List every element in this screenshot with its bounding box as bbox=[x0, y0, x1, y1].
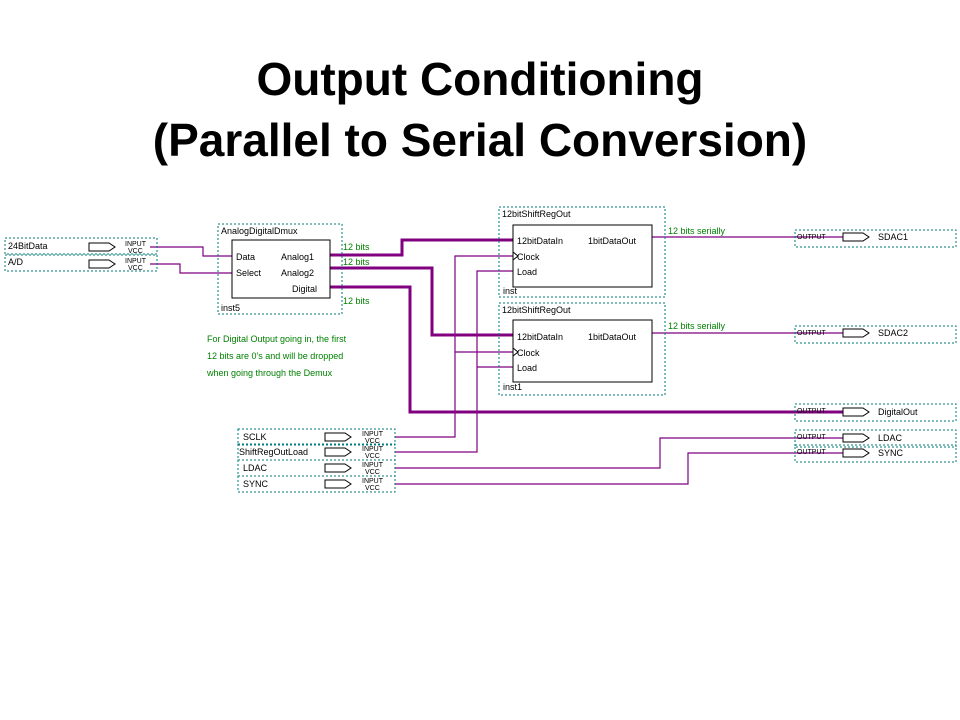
svg-text:VCC: VCC bbox=[128, 265, 143, 272]
svg-text:12 bits are 0's and will be dr: 12 bits are 0's and will be dropped bbox=[207, 351, 343, 361]
bus-analog1 bbox=[330, 238, 513, 257]
svg-text:INPUT: INPUT bbox=[362, 478, 384, 485]
svg-text:VCC: VCC bbox=[365, 469, 380, 476]
clock-symbol-icon bbox=[512, 347, 519, 357]
svg-text:12bitDataIn: 12bitDataIn bbox=[517, 332, 563, 342]
svg-text:INPUT: INPUT bbox=[362, 431, 384, 438]
svg-text:Analog1: Analog1 bbox=[281, 252, 314, 262]
input-pin-sclk: SCLK INPUT VCC bbox=[237, 428, 396, 446]
wire-ad bbox=[150, 263, 232, 274]
bus-label: 12 bits bbox=[343, 296, 370, 306]
input-pin-ldac: LDAC INPUT VCC bbox=[237, 459, 396, 477]
wire-load bbox=[395, 270, 513, 453]
svg-text:INPUT: INPUT bbox=[125, 258, 147, 265]
bus-digital bbox=[330, 285, 843, 414]
svg-text:1bitDataOut: 1bitDataOut bbox=[588, 332, 637, 342]
pin-label: 24BitData bbox=[8, 241, 48, 251]
block-name: 12bitShiftRegOut bbox=[502, 209, 571, 219]
output-arrow-icon bbox=[842, 448, 870, 458]
svg-text:Load: Load bbox=[517, 267, 537, 277]
svg-text:OUTPUT: OUTPUT bbox=[797, 330, 827, 337]
svg-text:Load: Load bbox=[517, 363, 537, 373]
bus-analog2 bbox=[330, 266, 513, 337]
svg-text:VCC: VCC bbox=[365, 485, 380, 492]
input-arrow-icon bbox=[324, 432, 352, 442]
output-arrow-icon bbox=[842, 433, 870, 443]
pin-label: SDAC2 bbox=[878, 328, 908, 338]
pin-label: ShiftRegOutLoad bbox=[239, 447, 308, 457]
svg-text:For Digital Output going in, t: For Digital Output going in, the first bbox=[207, 334, 347, 344]
svg-text:OUTPUT: OUTPUT bbox=[797, 408, 827, 415]
demux-block: AnalogDigitalDmux Data Select Analog1 An… bbox=[217, 223, 343, 315]
wire-sync bbox=[395, 452, 843, 485]
instance-label: inst1 bbox=[503, 382, 522, 392]
svg-text:1bitDataOut: 1bitDataOut bbox=[588, 236, 637, 246]
pin-label: LDAC bbox=[878, 433, 903, 443]
pin-label: SDAC1 bbox=[878, 232, 908, 242]
svg-text:VCC: VCC bbox=[365, 438, 380, 445]
svg-text:12bitDataIn: 12bitDataIn bbox=[517, 236, 563, 246]
pin-label: SCLK bbox=[243, 432, 267, 442]
bus-label: 12 bits bbox=[343, 242, 370, 252]
svg-text:Clock: Clock bbox=[517, 348, 540, 358]
input-arrow-icon bbox=[88, 259, 116, 269]
input-pin-24bitdata: 24BitData INPUT VCC bbox=[4, 237, 158, 255]
serial-label: 12 bits serially bbox=[668, 321, 726, 331]
svg-text:INPUT: INPUT bbox=[125, 241, 147, 248]
svg-text:VCC: VCC bbox=[365, 453, 380, 460]
page-title-line2: (Parallel to Serial Conversion) bbox=[152, 114, 808, 166]
output-arrow-icon bbox=[842, 407, 870, 417]
output-arrow-icon bbox=[842, 232, 870, 242]
input-pin-sync: SYNC INPUT VCC bbox=[237, 475, 396, 493]
wire-24bitdata bbox=[150, 246, 232, 257]
pin-label: DigitalOut bbox=[878, 407, 918, 417]
output-pin-digitalout: OUTPUT DigitalOut bbox=[794, 403, 957, 422]
pin-label: LDAC bbox=[243, 463, 268, 473]
input-pin-ad: A/D INPUT VCC bbox=[4, 254, 158, 272]
svg-text:Digital: Digital bbox=[292, 284, 317, 294]
svg-text:INPUT: INPUT bbox=[362, 462, 384, 469]
clock-symbol-icon bbox=[512, 251, 519, 261]
svg-text:Data: Data bbox=[236, 252, 255, 262]
serial-label: 12 bits serially bbox=[668, 226, 726, 236]
wire-sclk bbox=[395, 255, 513, 438]
svg-text:OUTPUT: OUTPUT bbox=[797, 449, 827, 456]
svg-text:OUTPUT: OUTPUT bbox=[797, 234, 827, 241]
block-name: AnalogDigitalDmux bbox=[221, 226, 298, 236]
input-pin-shiftregoutload: ShiftRegOutLoad INPUT VCC bbox=[237, 443, 396, 461]
pin-label: A/D bbox=[8, 257, 24, 267]
output-pin-sync: OUTPUT SYNC bbox=[794, 444, 957, 463]
svg-text:Select: Select bbox=[236, 268, 262, 278]
input-arrow-icon bbox=[324, 463, 352, 473]
page-title-line1: Output Conditioning bbox=[256, 53, 704, 105]
output-pin-sdac1: OUTPUT SDAC1 bbox=[794, 229, 957, 248]
block-name: 12bitShiftRegOut bbox=[502, 305, 571, 315]
shift-register-2: 12bitShiftRegOut 12bitDataIn Clock Load … bbox=[498, 302, 666, 396]
demux-note: For Digital Output going in, the first 1… bbox=[206, 334, 347, 378]
bus-label: 12 bits bbox=[343, 257, 370, 267]
output-pin-ldac: OUTPUT LDAC bbox=[794, 429, 957, 448]
svg-text:OUTPUT: OUTPUT bbox=[797, 434, 827, 441]
input-arrow-icon bbox=[324, 479, 352, 489]
wire-ldac bbox=[395, 437, 843, 469]
pin-label: SYNC bbox=[243, 479, 269, 489]
wires bbox=[150, 236, 843, 485]
instance-label: inst bbox=[503, 286, 518, 296]
svg-text:VCC: VCC bbox=[128, 248, 143, 255]
input-arrow-icon bbox=[88, 242, 116, 252]
input-arrow-icon bbox=[324, 447, 352, 457]
pin-label: SYNC bbox=[878, 448, 904, 458]
output-pin-sdac2: OUTPUT SDAC2 bbox=[794, 325, 957, 344]
shift-register-1: 12bitShiftRegOut 12bitDataIn Clock Load … bbox=[498, 206, 666, 298]
output-arrow-icon bbox=[842, 328, 870, 338]
svg-text:Analog2: Analog2 bbox=[281, 268, 314, 278]
svg-text:when going through the Demux: when going through the Demux bbox=[206, 368, 333, 378]
instance-label: inst5 bbox=[221, 303, 240, 313]
svg-text:Clock: Clock bbox=[517, 252, 540, 262]
svg-text:INPUT: INPUT bbox=[362, 446, 384, 453]
